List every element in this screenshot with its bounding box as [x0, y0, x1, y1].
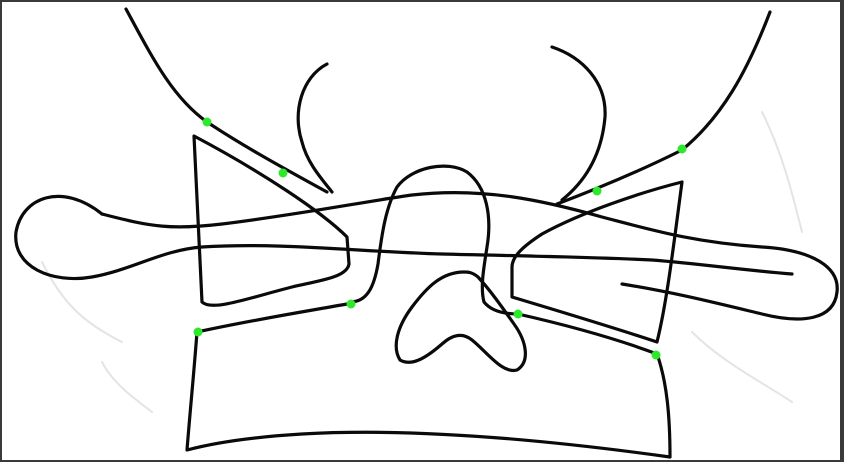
landmark-point	[514, 310, 523, 319]
landmark-point	[347, 300, 356, 309]
vertebral-body	[187, 304, 670, 457]
landmark-points	[194, 118, 687, 360]
landmark-point	[678, 145, 687, 154]
upper-right-curve	[557, 12, 770, 204]
right-inner-hook	[552, 47, 605, 200]
landmark-point	[279, 169, 288, 178]
landmark-point	[203, 118, 212, 127]
vertebral-arch	[350, 166, 518, 314]
spinal-canal	[396, 272, 525, 370]
landmark-point	[652, 351, 661, 360]
landmark-point	[593, 187, 602, 196]
landmark-point	[194, 328, 203, 337]
upper-left-curve	[126, 9, 327, 192]
left-inner-hook	[298, 64, 332, 192]
